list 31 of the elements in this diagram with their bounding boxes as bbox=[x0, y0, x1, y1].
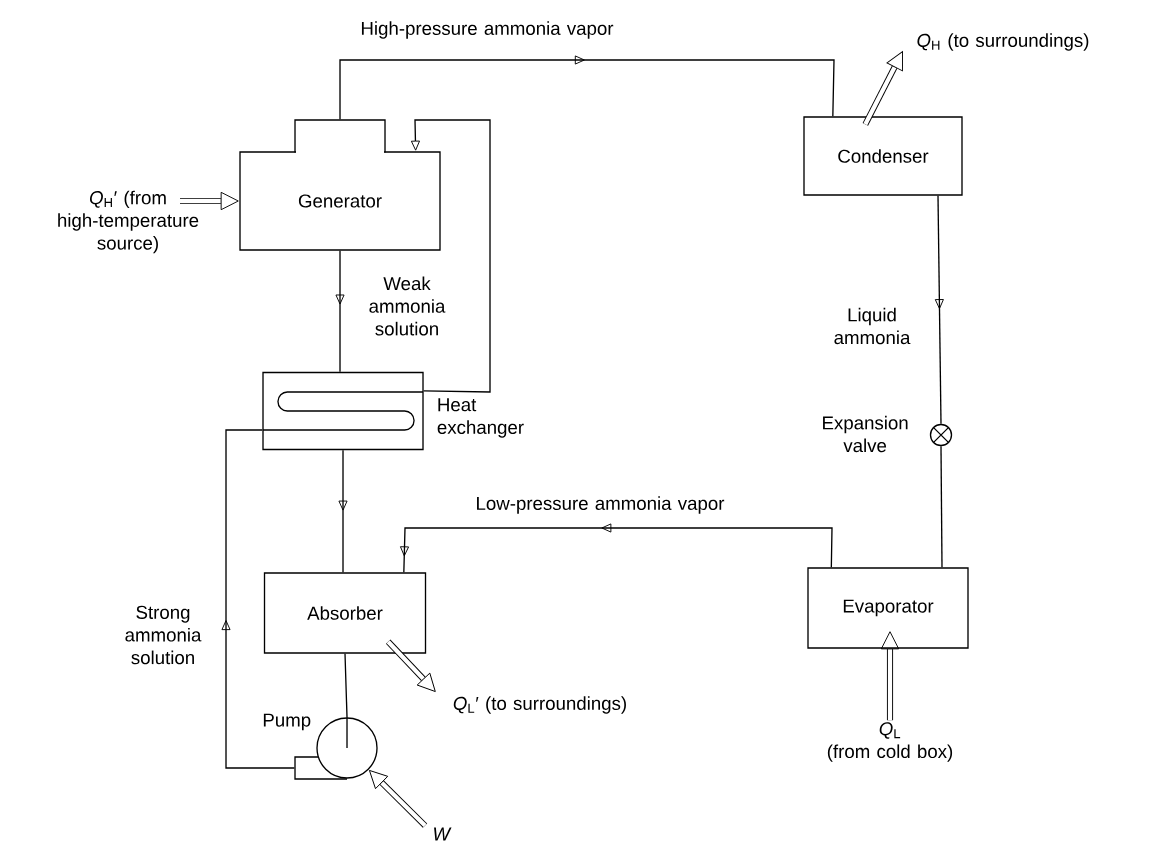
edge-label: High-pressure ammonia vapor bbox=[361, 21, 614, 39]
heat-flow-arrow bbox=[385, 639, 436, 692]
generator-box: Generator bbox=[239, 119, 441, 251]
heat-flow-label: W bbox=[434, 827, 452, 841]
component-box: Evaporator bbox=[807, 567, 969, 649]
component-label: Pump bbox=[263, 713, 311, 731]
flow-arrow bbox=[335, 250, 345, 373]
flow-line bbox=[344, 653, 348, 718]
heat-flow-label: Q$_{H}$ (to surroundings) bbox=[917, 33, 1089, 51]
edge-label: Low-pressure ammonia vapor bbox=[477, 496, 725, 514]
heat-flow-label: Q$_{L}$′ (to surroundings) bbox=[453, 696, 626, 714]
component-label: Heat exchanger bbox=[437, 398, 524, 438]
flow-arrow bbox=[399, 523, 833, 573]
heat-flow-arrow bbox=[880, 631, 900, 721]
component-label: Expansion valve bbox=[823, 415, 908, 453]
edge-label: Strong ammonia solution bbox=[125, 605, 202, 665]
heat-flow-label: Q$_{H}$′ (from high-temperature source) bbox=[58, 190, 199, 254]
heat-flow-label: Q$_{L}$ (from cold box) bbox=[827, 722, 953, 762]
component-box: Condenser bbox=[803, 116, 963, 196]
flow-arrow bbox=[934, 195, 944, 425]
edge-label: Liquid ammonia bbox=[834, 307, 911, 345]
heat-flow-arrow bbox=[180, 191, 239, 211]
flow-arrow bbox=[338, 449, 348, 573]
flow-line bbox=[940, 445, 943, 568]
flow-arrow bbox=[574, 55, 585, 65]
heat-flow-arrow bbox=[862, 51, 903, 126]
flow-arrow bbox=[410, 119, 491, 393]
component-box: Absorber bbox=[263, 572, 427, 654]
flow-arrow bbox=[221, 429, 295, 769]
heat-flow-arrow bbox=[368, 769, 428, 828]
edge-label: Weak ammonia solution bbox=[369, 276, 446, 336]
